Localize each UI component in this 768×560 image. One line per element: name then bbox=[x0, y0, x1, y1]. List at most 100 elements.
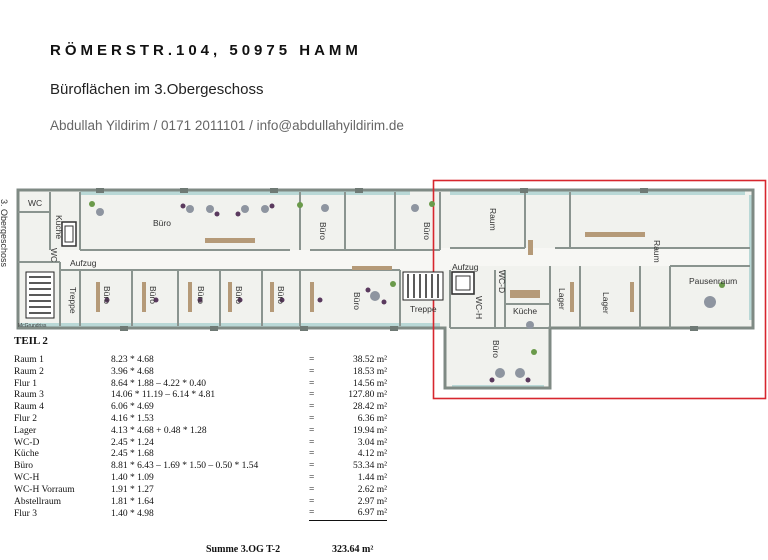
row-name: Lager bbox=[14, 425, 37, 436]
stairs-middle bbox=[402, 271, 444, 301]
row-formula: 1.81 * 1.64 bbox=[111, 496, 154, 507]
row-equals: = bbox=[309, 461, 315, 472]
label-wc-h: WC-H bbox=[474, 296, 484, 319]
row-value: 18.53 m² bbox=[353, 366, 387, 377]
row-value: 1.44 m² bbox=[357, 472, 387, 483]
table-row: Flur 1 8.64 * 1.88 – 4.22 * 0.40 = 14.56 m² bbox=[14, 379, 387, 391]
row-value: 2.97 m² bbox=[357, 496, 387, 507]
row-formula: 2.45 * 1.24 bbox=[111, 437, 154, 448]
elevator-right bbox=[451, 271, 475, 295]
row-formula: 4.13 * 4.68 + 0.48 * 1.28 bbox=[111, 425, 207, 436]
table-row: Raum 3 14.06 * 11.19 – 6.14 * 4.81 = 127.80… bbox=[14, 390, 387, 402]
sum-line: Summe 3.OG T-2 323.64 m² bbox=[206, 544, 373, 555]
label-wc-d: WC-D bbox=[497, 270, 507, 293]
row-name: Flur 2 bbox=[14, 413, 37, 424]
floor-area bbox=[18, 190, 753, 388]
room-labels: WC Küche WC Aufzug Treppe Büro Büro Büro… bbox=[18, 198, 737, 358]
watermark: McGrundriss bbox=[18, 323, 47, 329]
furniture bbox=[89, 201, 725, 383]
row-value: 14.56 m² bbox=[353, 378, 387, 389]
page-subtitle: Büroflächen im 3.Obergeschoss bbox=[50, 81, 264, 98]
label-treppe-left: Treppe bbox=[68, 287, 78, 314]
label-wc-left: WC bbox=[49, 248, 59, 262]
table-row: WC-D 2.45 * 1.24 = 3.04 m² bbox=[14, 438, 387, 450]
row-equals: = bbox=[309, 378, 315, 389]
row-equals: = bbox=[309, 390, 315, 401]
pillars bbox=[96, 188, 698, 331]
stairs-left bbox=[25, 271, 55, 319]
row-name: Raum 3 bbox=[14, 390, 44, 401]
row-equals: = bbox=[309, 355, 315, 365]
row-formula: 14.06 * 11.19 – 6.14 * 4.81 bbox=[111, 390, 216, 401]
row-equals: = bbox=[309, 425, 315, 436]
label-buero-bottom: Büro bbox=[491, 340, 501, 358]
label-kueche-right: Küche bbox=[513, 306, 537, 316]
sum-value: 323.64 m² bbox=[332, 544, 374, 555]
label-buero-top-3: Büro bbox=[422, 222, 432, 240]
label-buero-top-2: Büro bbox=[318, 222, 328, 240]
row-formula: 8.64 * 1.88 – 4.22 * 0.40 bbox=[111, 378, 206, 389]
contact-line: Abdullah Yildirim / 0171 2011101 / info@… bbox=[50, 118, 404, 133]
row-formula: 2.45 * 1.68 bbox=[111, 449, 154, 460]
label-buero-b4: Büro bbox=[234, 286, 244, 304]
row-equals: = bbox=[309, 413, 315, 424]
row-formula: 8.81 * 6.43 – 1.69 * 1.50 – 0.50 * 1.54 bbox=[111, 461, 259, 472]
row-formula: 1.40 * 4.98 bbox=[111, 508, 154, 519]
row-equals: = bbox=[309, 484, 315, 495]
label-wc: WC bbox=[28, 198, 42, 208]
row-value: 127.80 m² bbox=[348, 390, 387, 401]
row-value: 6.36 m² bbox=[357, 413, 387, 424]
inner-walls bbox=[18, 192, 750, 329]
row-formula: 1.91 * 1.27 bbox=[111, 484, 154, 495]
row-formula: 4.16 * 1.53 bbox=[111, 413, 154, 424]
row-equals: = bbox=[309, 402, 315, 413]
row-name: Flur 1 bbox=[14, 378, 37, 389]
row-equals: = bbox=[309, 449, 315, 460]
row-formula: 6.06 * 4.69 bbox=[111, 402, 154, 413]
row-value: 28.42 m² bbox=[353, 402, 387, 413]
label-buero-top-1: Büro bbox=[153, 218, 171, 228]
label-treppe-mid: Treppe bbox=[410, 304, 437, 314]
label-lager-1: Lager bbox=[557, 288, 567, 310]
row-formula: 8.23 * 4.68 bbox=[111, 355, 154, 365]
table-row: Raum 4 6.06 * 4.69 = 28.42 m² bbox=[14, 402, 387, 414]
row-formula: 1.40 * 1.09 bbox=[111, 472, 154, 483]
table-row: Lager 4.13 * 4.68 + 0.48 * 1.28 = 19.94 m² bbox=[14, 426, 387, 438]
label-buero-b1: Büro bbox=[102, 286, 112, 304]
row-equals: = bbox=[309, 437, 315, 448]
row-value: 3.04 m² bbox=[357, 437, 387, 448]
row-name: Raum 4 bbox=[14, 402, 44, 413]
row-name: WC-H Vorraum bbox=[14, 484, 75, 495]
row-value: 19.94 m² bbox=[353, 425, 387, 436]
label-raum-right: Raum bbox=[652, 240, 662, 263]
label-lager-2: Lager bbox=[601, 292, 611, 314]
label-aufzug-left: Aufzug bbox=[70, 258, 97, 268]
row-equals: = bbox=[309, 472, 315, 483]
page-title: RÖMERSTR.104, 50975 HAMM bbox=[50, 42, 362, 59]
label-aufzug-mid: Aufzug bbox=[452, 262, 479, 272]
row-formula: 3.96 * 4.68 bbox=[111, 366, 154, 377]
row-value: 53.34 m² bbox=[353, 461, 387, 472]
row-name: Abstellraum bbox=[14, 496, 61, 507]
label-buero-b2: Büro bbox=[148, 286, 158, 304]
row-name: WC-H bbox=[14, 472, 40, 483]
row-name: Flur 3 bbox=[14, 508, 37, 519]
row-name: WC-D bbox=[14, 437, 40, 448]
label-buero-big: Büro bbox=[352, 292, 362, 310]
row-name: Raum 1 bbox=[14, 355, 44, 365]
row-name: Küche bbox=[14, 449, 39, 460]
label-raum-top: Raum bbox=[488, 208, 498, 231]
label-buero-b3: Büro bbox=[196, 286, 206, 304]
label-pausenraum: Pausenraum bbox=[689, 276, 737, 286]
row-value: 4.12 m² bbox=[357, 449, 387, 460]
table-row: Flur 2 4.16 * 1.53 = 6.36 m² bbox=[14, 414, 387, 426]
row-equals: = bbox=[309, 366, 315, 377]
table-heading: TEIL 2 bbox=[14, 335, 48, 347]
